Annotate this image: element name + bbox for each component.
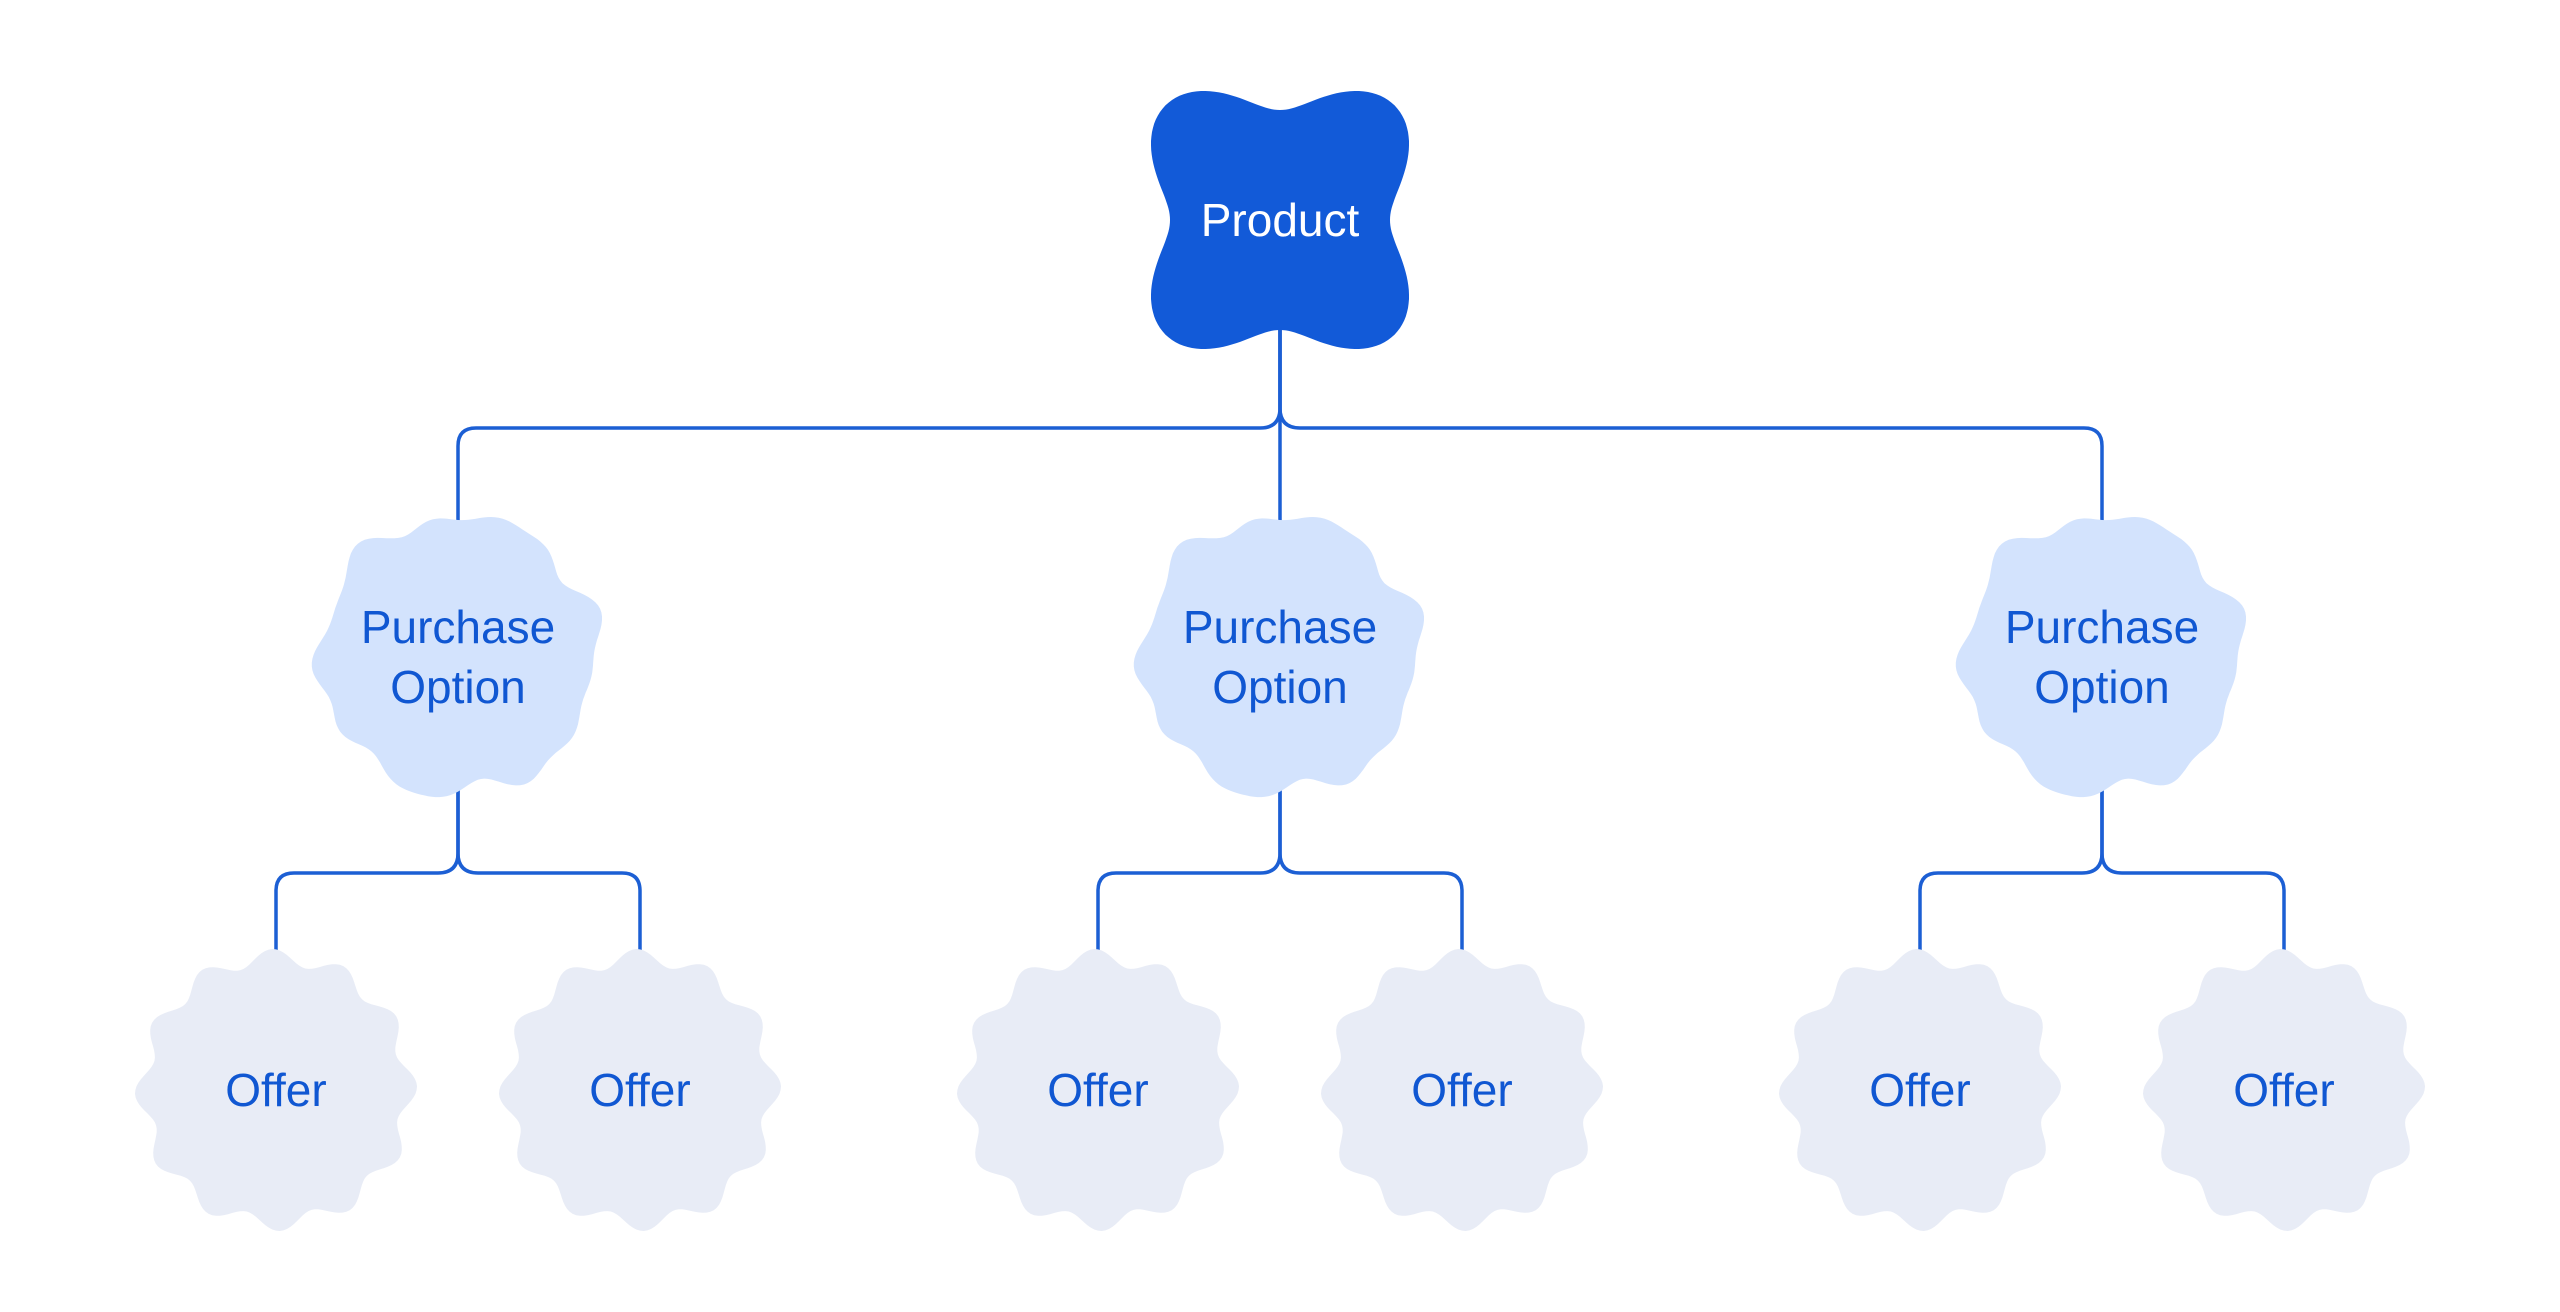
node-offer-0-0: Offer [135, 949, 417, 1231]
connector-option-2-to-offer-0 [1918, 770, 2104, 970]
option-label-1-line-0: Purchase [1183, 601, 1377, 653]
option-blob-0 [311, 517, 602, 798]
option-blob-2 [1955, 517, 2246, 798]
option-label-1-line-1: Option [1212, 661, 1348, 713]
offer-blob-0-0 [135, 949, 417, 1231]
offer-blob-2-1 [2143, 949, 2425, 1231]
node-offer-1-0: Offer [957, 949, 1239, 1231]
connector-root-to-option-2 [1278, 324, 2104, 540]
node-offer-2-0: Offer [1779, 949, 2061, 1231]
offer-blob-1-1 [1321, 949, 1603, 1231]
option-label-0-line-0: Purchase [361, 601, 555, 653]
offer-blob-2-0 [1779, 949, 2061, 1231]
offer-label-1-1: Offer [1411, 1064, 1512, 1116]
connector-option-0-to-offer-1 [456, 770, 642, 970]
offer-label-2-1: Offer [2233, 1064, 2334, 1116]
product-blob [1151, 91, 1409, 349]
node-product: Product [1151, 91, 1409, 349]
node-offer-2-1: Offer [2143, 949, 2425, 1231]
connector-option-2-to-offer-1 [2100, 770, 2286, 970]
option-blob-1 [1133, 517, 1424, 798]
offer-label-0-0: Offer [225, 1064, 326, 1116]
option-label-0-line-1: Option [390, 661, 526, 713]
option-label-2-line-1: Option [2034, 661, 2170, 713]
connector-option-1-to-offer-0 [1096, 770, 1282, 970]
node-offer-0-1: Offer [499, 949, 781, 1231]
offer-label-1-0: Offer [1047, 1064, 1148, 1116]
connector-option-0-to-offer-0 [274, 770, 460, 970]
connector-root-to-option-0 [456, 324, 1282, 540]
connector-option-1-to-offer-1 [1278, 770, 1464, 970]
offer-label-0-1: Offer [589, 1064, 690, 1116]
product-label: Product [1201, 194, 1360, 246]
node-offer-1-1: Offer [1321, 949, 1603, 1231]
offer-blob-0-1 [499, 949, 781, 1231]
offer-label-2-0: Offer [1869, 1064, 1970, 1116]
option-label-2-line-0: Purchase [2005, 601, 2199, 653]
connectors [274, 324, 2286, 970]
offer-blob-1-0 [957, 949, 1239, 1231]
